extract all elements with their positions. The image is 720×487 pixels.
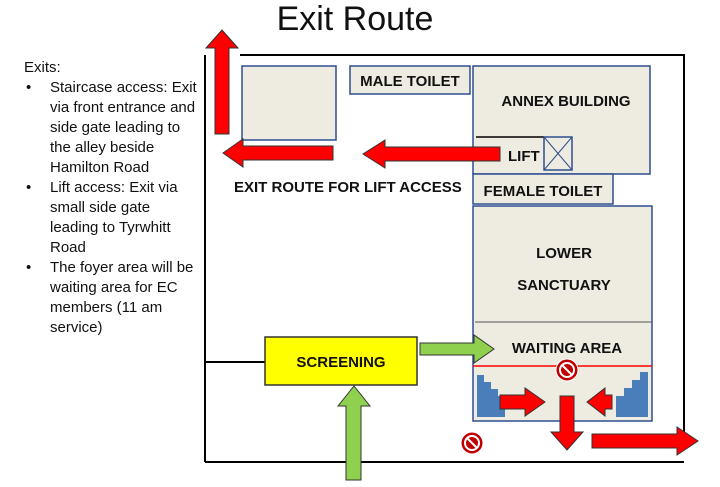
- stairs-right-icon: [616, 372, 648, 417]
- female-toilet-label: FEMALE TOILET: [484, 183, 603, 200]
- screening-to-waiting-arrow: [419, 334, 495, 364]
- exit-arrow-right-outer: [591, 426, 699, 456]
- male-toilet-label: MALE TOILET: [360, 73, 460, 90]
- exit-arrow-down: [549, 395, 585, 451]
- exit-note-staircase: Staircase access: Exit via front entranc…: [26, 78, 202, 178]
- exit-arrow-stairs-right: [586, 386, 613, 418]
- lower-sanctuary-room: [472, 205, 653, 422]
- waiting-area-label: WAITING AREA: [512, 340, 622, 357]
- lower-sanctuary-label-line2: SANCTUARY: [517, 277, 611, 294]
- site-boundary: [204, 54, 685, 463]
- no-entry-icon-gate: [460, 431, 484, 455]
- lift-exit-route-label: EXIT ROUTE FOR LIFT ACCESS: [234, 179, 462, 196]
- exit-note-foyer: The foyer area will be waiting area for …: [26, 258, 202, 338]
- lower-sanctuary-label-line1: LOWER: [536, 245, 592, 262]
- exit-arrow-up: [204, 29, 240, 135]
- entry-arrow-up: [336, 385, 372, 481]
- screening-label: SCREENING: [296, 354, 385, 371]
- exits-list: Staircase access: Exit via front entranc…: [24, 78, 202, 338]
- exit-arrow-stairs-left: [499, 387, 546, 417]
- exits-heading: Exits:: [24, 59, 61, 76]
- female-toilet-room: [472, 173, 614, 205]
- unlabeled-room: [241, 65, 337, 141]
- annex-building-label: ANNEX BUILDING: [501, 93, 630, 110]
- lift-label: LIFT: [508, 148, 540, 165]
- no-entry-icon-waiting: [555, 358, 579, 382]
- exit-arrow-left-outer: [222, 138, 334, 168]
- lift-shaft-icon: [543, 136, 573, 171]
- exit-arrow-left-lift: [362, 139, 501, 169]
- page-title: Exit Route: [276, 0, 434, 38]
- exits-notes: Exits: Staircase access: Exit via front …: [24, 58, 202, 338]
- screening-box: [264, 336, 418, 386]
- exit-note-lift: Lift access: Exit via small side gate le…: [26, 178, 202, 258]
- male-toilet-room: [349, 65, 471, 95]
